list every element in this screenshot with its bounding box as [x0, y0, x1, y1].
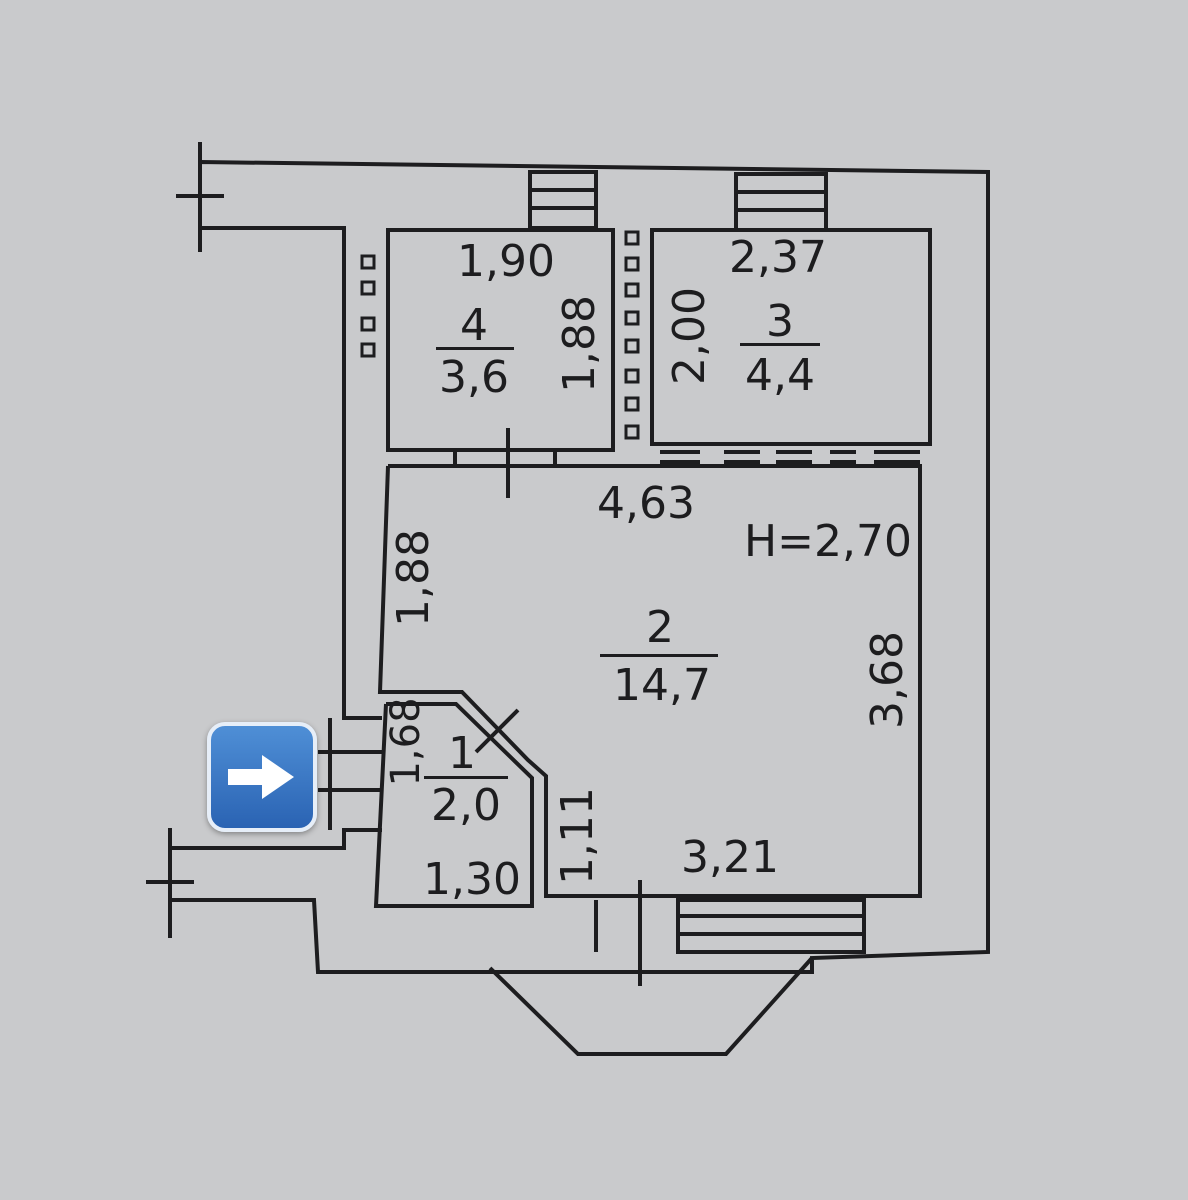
room-3-number: 3	[766, 296, 794, 347]
window-room-3	[734, 172, 828, 232]
window-room-2	[594, 898, 866, 954]
door-mark-room-4	[453, 428, 557, 498]
door-mark-room-1	[474, 708, 520, 754]
room-3-area: 4,4	[745, 350, 815, 401]
ventilation-shaft-left	[360, 254, 376, 358]
room-4-width: 1,90	[457, 236, 555, 287]
room-2-fraction-line	[600, 654, 718, 657]
ceiling-height: H=2,70	[744, 516, 912, 567]
room-2-width: 4,63	[597, 478, 695, 529]
ventilation-shaft-center	[624, 230, 640, 440]
room-4-area: 3,6	[439, 352, 509, 403]
room-1-width: 1,30	[423, 854, 521, 905]
room-1-height: 1,68	[383, 697, 429, 787]
axis-mark-top-left	[176, 142, 224, 252]
room-2-bottom-width: 3,21	[681, 832, 779, 883]
window-room-4	[528, 170, 598, 230]
room-2-walls	[377, 464, 922, 898]
room-2-right-height: 3,68	[862, 631, 913, 729]
room-1-number: 1	[448, 728, 476, 779]
room-4-walls	[386, 228, 615, 452]
dashed-opening-room-3	[660, 450, 920, 464]
arrow-glyph	[228, 755, 294, 799]
room-1-fraction-line	[424, 776, 508, 779]
room-2-left-height: 1,88	[388, 529, 439, 627]
bay-window	[488, 956, 814, 1056]
room-3-width: 2,37	[729, 232, 827, 283]
room-1-area: 2,0	[431, 780, 501, 831]
axis-mark-bottom-left	[146, 828, 194, 938]
room-4-height: 1,88	[554, 295, 605, 393]
room-3-height: 2,00	[664, 287, 715, 385]
room-1-side-width: 1,11	[552, 787, 603, 885]
room-2-area: 14,7	[613, 660, 711, 711]
entrance-partition	[318, 718, 382, 830]
room-3-fraction-line	[740, 343, 820, 346]
room-2-number: 2	[646, 602, 674, 653]
right-arrow-icon	[207, 722, 317, 832]
room-1-walls	[373, 702, 534, 908]
room-4-fraction-line	[436, 347, 514, 350]
room-4-number: 4	[460, 300, 488, 351]
